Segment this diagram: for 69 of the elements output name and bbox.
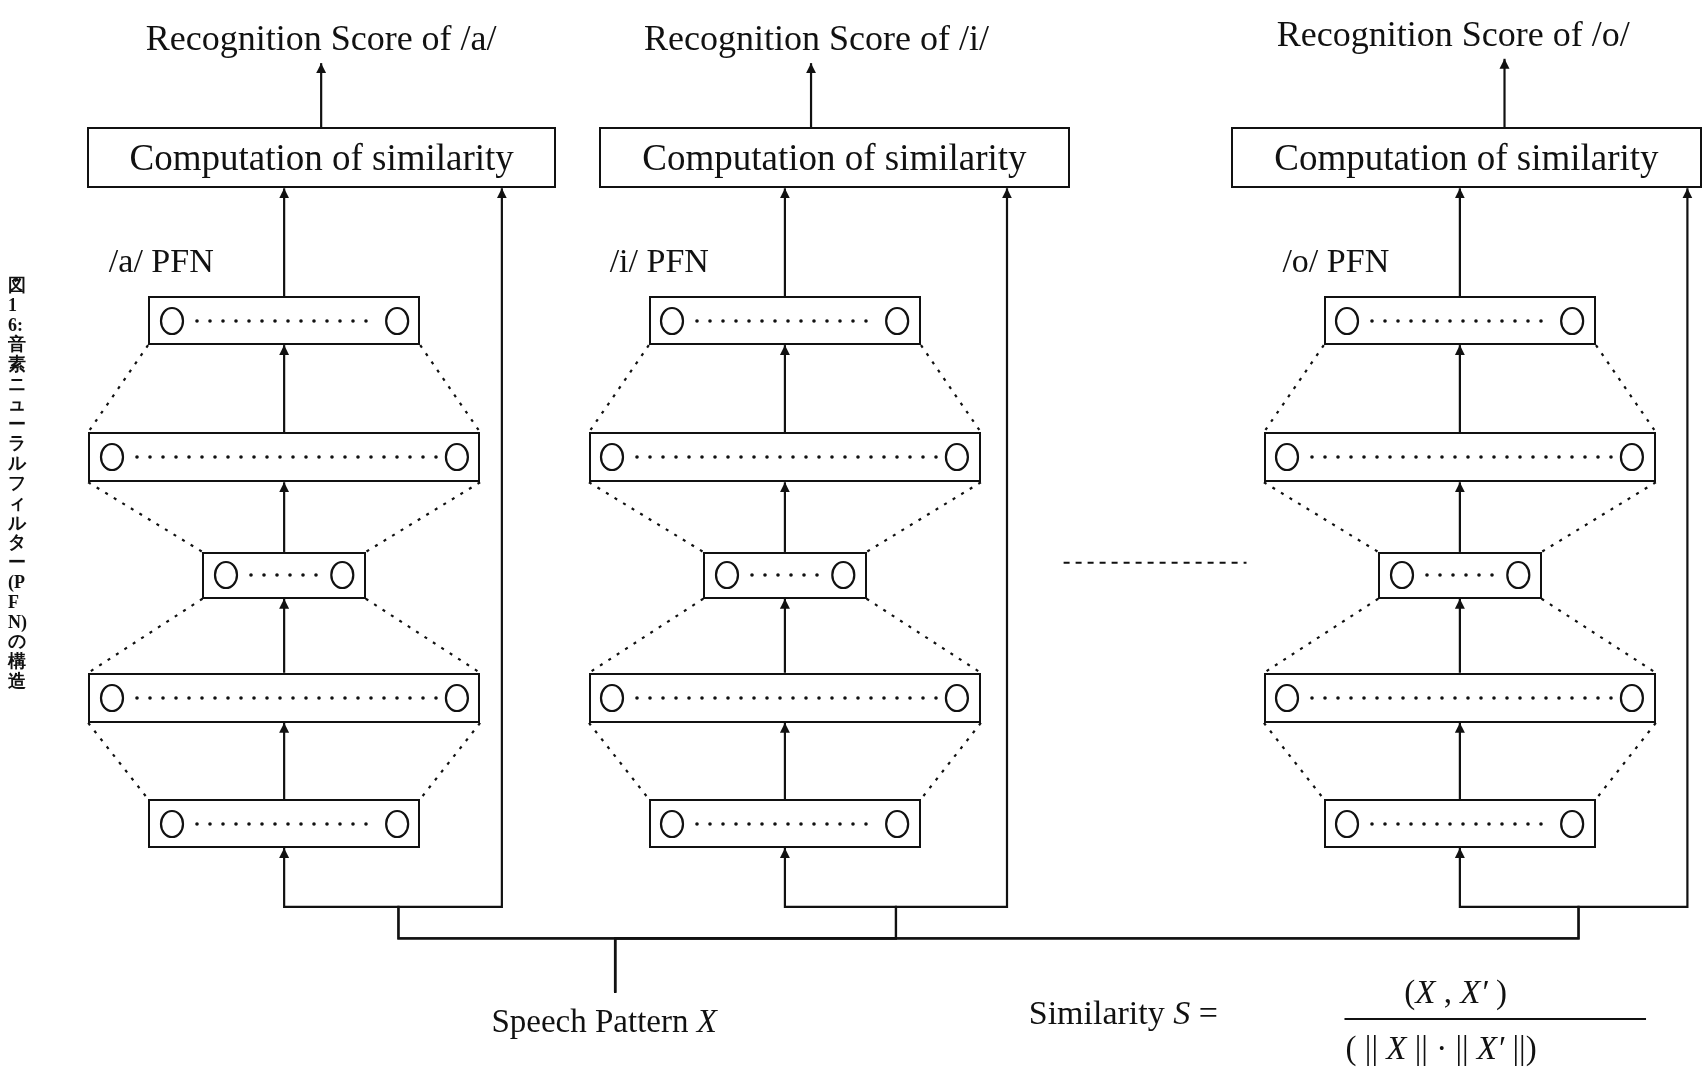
dotted-connection-line [365,597,481,674]
process-box: Computation of similarity [87,127,557,189]
figure-caption: 図 16: 音素ニューラルフィルター (PFN) の構造 [8,276,26,692]
arrow [1454,722,1465,800]
arrow [779,722,790,800]
dotted-connection-line [588,597,704,674]
arrow [279,598,290,673]
neuron-layer-bar [148,799,421,849]
neuron-layer-bar [202,551,366,599]
dotted-connection-line [419,722,481,800]
neuron-layer-bar [648,799,921,849]
arrow [779,188,790,297]
dotted-connection-line [1263,481,1379,553]
dotted-connection-line [1540,481,1657,553]
arrow [1454,598,1465,673]
network-label: /a/ PFN [108,241,214,280]
input-label: Speech Pattern X [451,992,757,1050]
dotted-connection-line [1263,344,1325,433]
neuron-layer-bar [1323,799,1596,849]
arrow [614,188,1693,993]
neuron-layer-bar [648,296,921,346]
neuron-layer-bar [88,432,481,483]
formula-text: ( || X || · || X′ ||) [1345,1029,1537,1067]
dotted-connection-line [1595,344,1657,433]
arrow [1454,188,1465,297]
dotted-connection-line [87,481,204,553]
arrow [1454,345,1465,433]
neuron-layer-bar [1263,432,1656,483]
arrow [279,722,290,800]
output-label: Recognition Score of /a/ [108,13,534,64]
dotted-connection-line [1263,722,1325,800]
process-box: Computation of similarity [1231,127,1702,189]
neuron-layer-bar [588,432,981,483]
neuron-layer-bar [588,672,981,723]
arrow [779,598,790,673]
arrow [279,482,290,552]
dotted-connection-line [588,344,650,433]
output-label: Recognition Score of /o/ [1235,8,1672,59]
dotted-connection-line [419,344,481,433]
dotted-connection-line [920,344,982,433]
dotted-connection-line [87,344,149,433]
neuron-layer-bar [88,672,481,723]
dotted-connection-line [865,597,982,674]
arrow [279,345,290,433]
neuron-layer-bar [1323,296,1596,346]
network-label: /o/ PFN [1282,241,1390,280]
dotted-connection-line [365,481,481,553]
dotted-connection-line [866,481,982,553]
neuron-layer-bar [148,296,421,346]
arrow [806,63,817,128]
arrow [279,188,290,297]
process-box: Computation of similarity [598,127,1071,189]
arrow [316,63,327,128]
arrow [1454,482,1465,552]
output-label: Recognition Score of /i/ [604,13,1029,64]
arrow [779,345,790,433]
neuron-layer-bar [1263,672,1656,723]
dotted-connection-line [87,597,204,674]
formula-text: (X , X′ ) [1404,974,1507,1011]
dotted-connection-line [1263,597,1379,674]
formula-text: Similarity S = [1028,993,1218,1032]
dotted-connection-line [1540,597,1657,674]
arrow [779,482,790,552]
dotted-connection-line [588,481,704,553]
neuron-layer-bar [1378,551,1542,599]
arrow [1499,58,1510,128]
neuron-layer-bar [703,551,867,599]
dotted-connection-line [588,722,650,800]
network-label: /i/ PFN [609,241,709,280]
